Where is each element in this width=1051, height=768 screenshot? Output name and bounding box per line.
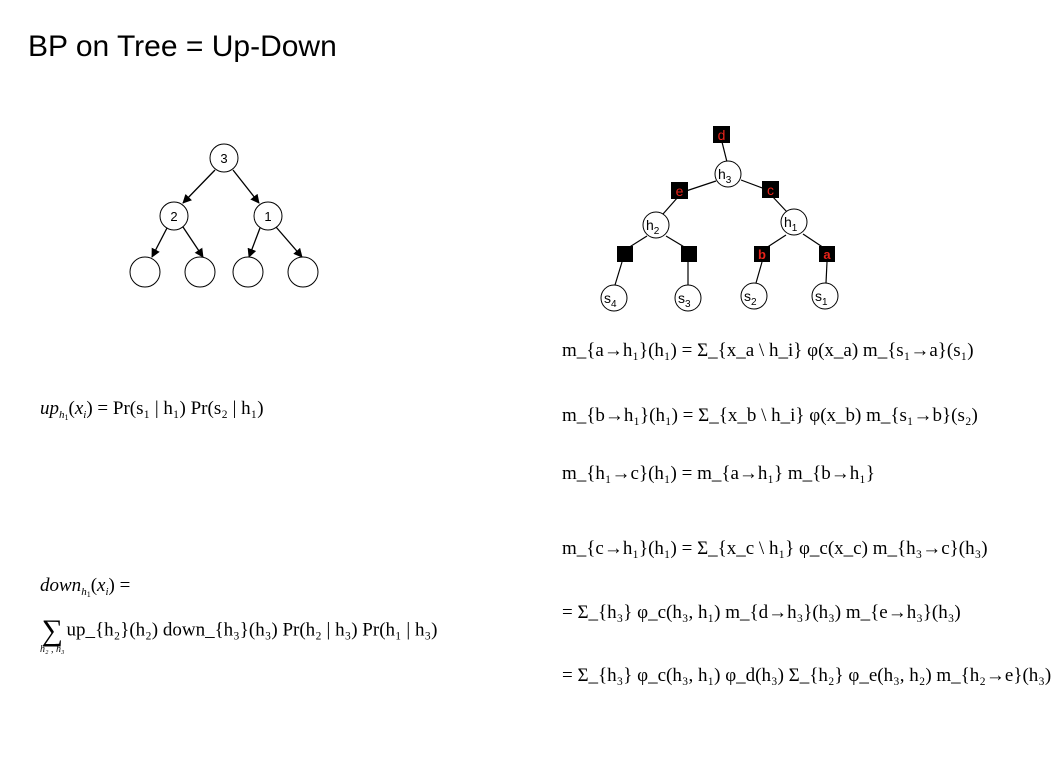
factor-graph-diagram: d e c b a h3 h2 h1: [600, 126, 839, 312]
message-equation: = Σ_{h₃} φ_c(h₃, h₁) m_{d→h₃}(h₃) m_{e→h…: [562, 602, 961, 623]
svg-text:3: 3: [220, 151, 227, 166]
factor-d: d: [713, 126, 730, 143]
svg-text:b: b: [758, 247, 766, 262]
factor-edge: [682, 180, 717, 193]
svg-text:1: 1: [264, 209, 271, 224]
factor-c: c: [762, 181, 779, 198]
svg-text:e: e: [676, 183, 684, 199]
factor-edge: [825, 261, 828, 284]
factor-edge: [665, 235, 687, 249]
factor-edge: [765, 234, 787, 249]
svg-text:2: 2: [170, 209, 177, 224]
left-tree-node: 3: [209, 143, 239, 173]
summation-symbol: ∑h₂ , h₃: [40, 614, 65, 656]
factor-edge: [802, 233, 825, 249]
variable-node-s1: s1: [811, 282, 839, 310]
left-tree-node: 2: [159, 201, 189, 231]
svg-text:c: c: [767, 182, 774, 198]
factor-edge: [627, 235, 648, 249]
svg-text:h3: h3: [718, 166, 732, 186]
variable-node-s4: s4: [600, 284, 628, 312]
variable-node-s3: s3: [674, 284, 702, 312]
slide: BP on Tree = Up-Down 3 2 1: [28, 30, 1051, 686]
left-tree-leaf: [287, 256, 319, 288]
svg-text:a: a: [823, 247, 831, 262]
variable-node-h3: h3: [714, 160, 742, 188]
factor-unlabeled: [681, 246, 697, 262]
factor-edge: [721, 141, 728, 163]
factor-edge: [614, 261, 623, 286]
factor-edge: [662, 196, 679, 215]
left-tree-node: 1: [253, 201, 283, 231]
factor-a: a: [819, 246, 835, 262]
variable-node-h2: h2: [642, 211, 670, 239]
message-equation: m_{b→h₁}(h₁) = Σ_{x_b \ h_i} φ(x_b) m_{s…: [562, 405, 978, 426]
svg-text:h1: h1: [784, 214, 798, 234]
message-equation: m_{a→h₁}(h₁) = Σ_{x_a \ h_i} φ(x_a) m_{s…: [562, 340, 974, 361]
message-equation: = Σ_{h₃} φ_c(h₃, h₁) φ_d(h₃) Σ_{h₂} φ_e(…: [562, 665, 1051, 686]
svg-text:s2: s2: [744, 288, 757, 308]
svg-text:s4: s4: [604, 290, 617, 310]
factor-edge: [740, 179, 766, 190]
left-tree-edge: [275, 226, 303, 258]
down-equation-lhs: downh1(xi) =: [40, 575, 131, 599]
up-equation: uph1(xi) = Pr(s₁ | h₁) Pr(s₂ | h₁): [40, 398, 264, 422]
factor-edge: [755, 261, 763, 284]
variable-node-h1: h1: [780, 208, 808, 236]
left-tree-leaf: [129, 256, 161, 288]
svg-text:s3: s3: [678, 290, 691, 310]
svg-text:d: d: [718, 127, 726, 143]
variable-node-s2: s2: [740, 282, 768, 310]
factor-e: e: [671, 182, 688, 199]
slide-title: BP on Tree = Up-Down: [28, 30, 337, 63]
left-tree-edge: [247, 227, 261, 258]
left-tree-edge: [232, 169, 260, 204]
up-equation-rhs: Pr(s₁ | h₁) Pr(s₂ | h₁): [112, 398, 264, 419]
left-tree-edge: [151, 227, 168, 258]
factor-unlabeled: [617, 246, 633, 262]
left-tree-edge: [182, 169, 216, 204]
message-equation: m_{h₁→c}(h₁) = m_{a→h₁} m_{b→h₁}: [562, 463, 876, 484]
left-tree-leaf: [232, 256, 264, 288]
svg-text:s1: s1: [815, 288, 828, 308]
left-tree-diagram: 3 2 1: [129, 143, 319, 288]
left-tree-leaf: [184, 256, 216, 288]
svg-text:h2: h2: [646, 217, 660, 237]
factor-edge: [771, 195, 788, 213]
factor-b: b: [754, 246, 770, 262]
message-equation: m_{c→h₁}(h₁) = Σ_{x_c \ h₁} φ_c(x_c) m_{…: [562, 538, 988, 559]
left-tree-edge: [182, 226, 204, 258]
